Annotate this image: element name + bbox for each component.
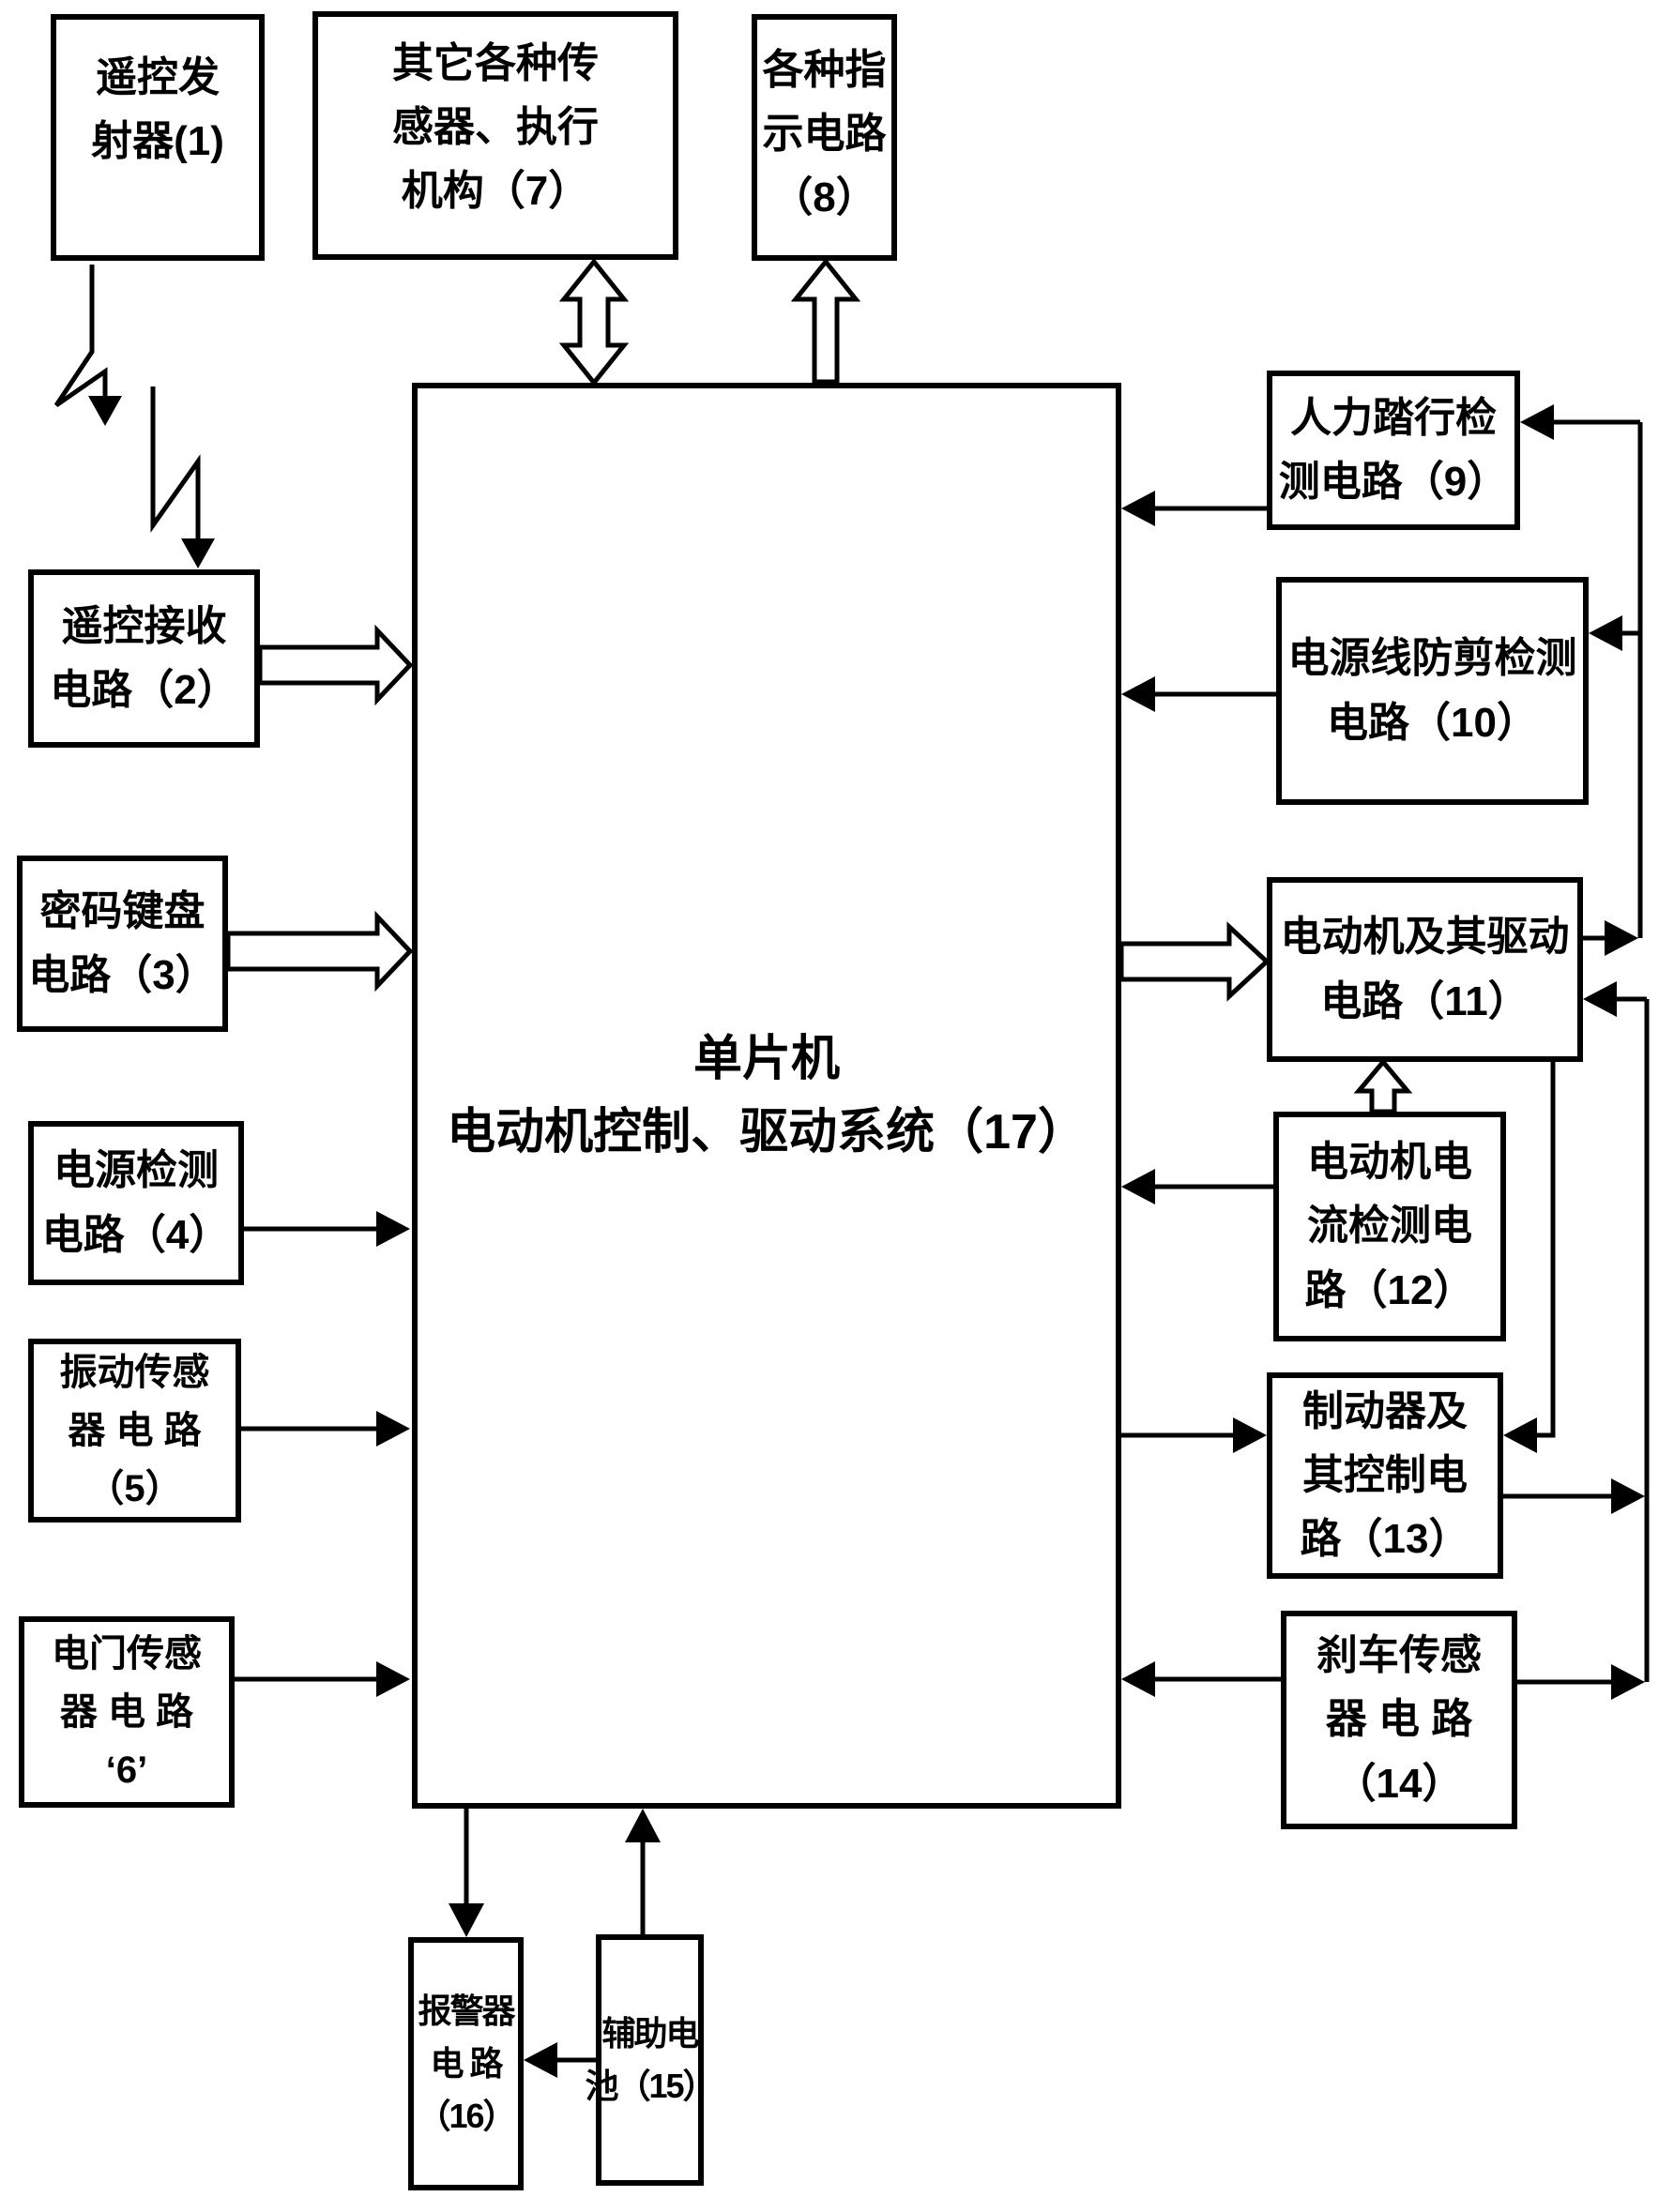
block-motor-and-drive-circuit-11: 电动机及其驱动 电路（11） <box>1267 877 1583 1062</box>
bus-11-up-to-9-10 <box>1520 404 1643 956</box>
block-remote-receiver-circuit-2: 遥控接收 电路（2） <box>28 569 260 748</box>
block-brake-and-control-circuit-13: 制动器及 其控制电 路（13） <box>1267 1372 1503 1579</box>
block-alarm-circuit-16: 报警器 电 路 （16） <box>408 1937 524 2190</box>
block-label: 器 电 路 <box>59 1691 194 1733</box>
block-label: 电动机控制、驱动系统（17） <box>447 1105 1087 1159</box>
block-mcu-motor-control-drive-system-17: 单片机 电动机控制、驱动系统（17） <box>412 383 1121 1809</box>
arrow-10-to-17 <box>1121 676 1276 712</box>
block-label: 测电路（9） <box>1278 459 1509 505</box>
arrow-17-to-16 <box>449 1809 484 1937</box>
arrow-4-to-17 <box>244 1211 410 1247</box>
block-label: 遥控接收 <box>61 602 227 649</box>
block-motor-current-detection-circuit-12: 电动机电 流检测电 路（12） <box>1273 1112 1506 1341</box>
arrow-17-to-11 <box>1119 921 1271 1002</box>
arrow-17-to-8 <box>790 257 861 385</box>
arrow-5-to-17 <box>241 1411 410 1447</box>
block-label: 辅助电 <box>601 2014 699 2053</box>
block-label: （14） <box>1334 1760 1464 1807</box>
block-label: 射器(1) <box>91 118 224 165</box>
block-label: 人力踏行检 <box>1290 394 1497 441</box>
block-label: 密码键盘 <box>39 887 205 934</box>
block-label: 电路（11） <box>1320 977 1529 1024</box>
block-label: 电门传感 <box>52 1633 202 1674</box>
block-label: 刹车传感 <box>1316 1632 1482 1679</box>
block-label: 器 电 路 <box>68 1410 202 1451</box>
block-label: 电 路 <box>430 2044 503 2083</box>
block-label: （16） <box>417 2096 516 2135</box>
block-label: （8） <box>771 174 877 221</box>
block-remote-transmitter-1: 遥控发 射器(1) <box>51 14 265 261</box>
arrow-15-to-17 <box>625 1809 661 1934</box>
arrow-17-to-13 <box>1121 1417 1267 1453</box>
arrow-17-to-7-bidirectional <box>558 257 630 387</box>
block-label: 电路（4） <box>41 1211 231 1258</box>
block-label: 其它各种传 <box>392 40 599 86</box>
block-label: 遥控发 <box>96 54 220 100</box>
arrow-11-to-13 <box>1503 1062 1556 1453</box>
block-label: 电动机及其驱动 <box>1280 914 1570 961</box>
block-label: 路（12） <box>1304 1266 1475 1313</box>
block-label: 电动机电 <box>1307 1139 1472 1186</box>
block-label: 电路（3） <box>28 952 217 998</box>
block-label: ‘6’ <box>105 1750 148 1791</box>
block-label: 单片机 <box>692 1032 840 1086</box>
block-ignition-sensor-circuit-6: 电门传感 器 电 路 ‘6’ <box>19 1616 235 1808</box>
block-label: （5） <box>86 1468 183 1509</box>
block-label: 机构（7） <box>401 168 590 215</box>
arrow-14-to-17 <box>1121 1661 1281 1697</box>
block-label: 示电路 <box>762 111 887 158</box>
block-label: 报警器 <box>418 1992 515 2031</box>
block-label: 池（15） <box>585 2067 716 2105</box>
block-vibration-sensor-circuit-5: 振动传感 器 电 路 （5） <box>28 1339 241 1523</box>
wireless-signal-arrow-1 <box>53 265 122 426</box>
block-powerline-anticut-detection-circuit-10: 电源线防剪检测 电路（10） <box>1276 577 1589 805</box>
block-label: 制动器及 <box>1302 1387 1468 1434</box>
wireless-signal-arrow-2 <box>150 386 215 568</box>
block-label: 电源线防剪检测 <box>1287 635 1577 682</box>
block-label: 感器、执行 <box>392 104 599 151</box>
block-brake-sensor-circuit-14: 刹车传感 器 电 路 （14） <box>1281 1611 1517 1829</box>
block-other-sensors-actuators-7: 其它各种传 感器、执行 机构（7） <box>312 11 678 260</box>
arrow-2-to-17 <box>257 624 414 706</box>
block-indicator-circuits-8: 各种指 示电路 （8） <box>752 14 897 261</box>
block-label: 振动传感 <box>59 1352 210 1393</box>
arrow-6-to-17 <box>235 1661 410 1697</box>
block-label: 其控制电 <box>1302 1451 1468 1498</box>
arrow-12-to-17 <box>1121 1169 1273 1204</box>
block-pedaling-detection-circuit-9: 人力踏行检 测电路（9） <box>1267 371 1520 530</box>
block-label: 流检测电 <box>1307 1203 1472 1250</box>
block-label: 电源检测 <box>53 1147 219 1194</box>
arrow-3-to-17 <box>225 910 414 992</box>
block-label: 电路（2） <box>50 667 238 713</box>
block-auxiliary-battery-15: 辅助电 池（15） <box>585 1934 717 2186</box>
arrow-9-to-17 <box>1121 491 1267 526</box>
block-label: 器 电 路 <box>1325 1696 1473 1743</box>
block-label: 电路（10） <box>1327 699 1538 746</box>
arrow-15-to-16 <box>524 2042 596 2078</box>
arrow-12-to-11 <box>1353 1058 1413 1114</box>
block-label: 路（13） <box>1300 1516 1470 1563</box>
block-password-keypad-circuit-3: 密码键盘 电路（3） <box>17 856 228 1032</box>
bus-13-14-to-11 <box>1503 981 1650 1700</box>
block-power-detection-circuit-4: 电源检测 电路（4） <box>28 1121 244 1285</box>
block-label: 各种指 <box>762 47 887 93</box>
